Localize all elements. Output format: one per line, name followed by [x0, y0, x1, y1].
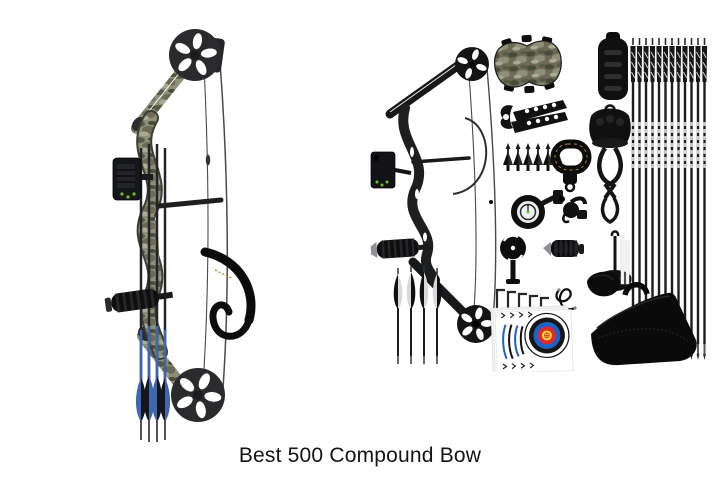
target-chevrons — [500, 311, 535, 370]
arrow-rest — [562, 196, 587, 224]
bow-sight — [370, 151, 412, 189]
peep-tubes — [620, 235, 630, 285]
bottom-cam — [457, 305, 495, 343]
arrow-puller — [598, 32, 628, 100]
practice-arrows-4 — [393, 266, 442, 364]
arm-guard — [494, 34, 562, 94]
bowstring-cables — [452, 67, 497, 321]
top-cam — [169, 29, 225, 81]
arrow-fletchings — [135, 376, 171, 420]
target-rings — [524, 312, 570, 359]
bow-case — [591, 282, 697, 366]
bottom-limb — [408, 257, 475, 324]
bowstring-cables — [202, 61, 229, 389]
quiver — [589, 104, 631, 224]
short-stabilizer — [543, 240, 584, 257]
bottom-cam — [171, 368, 225, 422]
paper-targets — [490, 305, 574, 372]
bow-multi-tool — [500, 100, 568, 133]
wrist-release — [550, 139, 592, 193]
quiver-arrows — [135, 144, 171, 442]
cable-guard — [411, 156, 471, 164]
caption: Best 500 Compound Bow — [238, 444, 482, 467]
stacked-target-edges — [502, 324, 525, 360]
compound-bow — [370, 47, 497, 343]
riser — [398, 103, 440, 285]
top-cam — [455, 47, 489, 81]
d-loop-rope — [555, 288, 577, 311]
bow-sight — [112, 157, 153, 201]
cable-guard — [156, 197, 224, 209]
string-damper — [500, 234, 526, 284]
stabilizer — [370, 238, 432, 259]
accessory-pouch — [587, 271, 620, 297]
wrist-sling — [200, 247, 256, 340]
arrow-fletchings — [393, 272, 442, 308]
scope-sight — [511, 190, 565, 229]
camo-bow-photo — [104, 29, 256, 442]
stabilizer — [104, 288, 174, 313]
black-bow-kit-photo — [370, 32, 709, 372]
